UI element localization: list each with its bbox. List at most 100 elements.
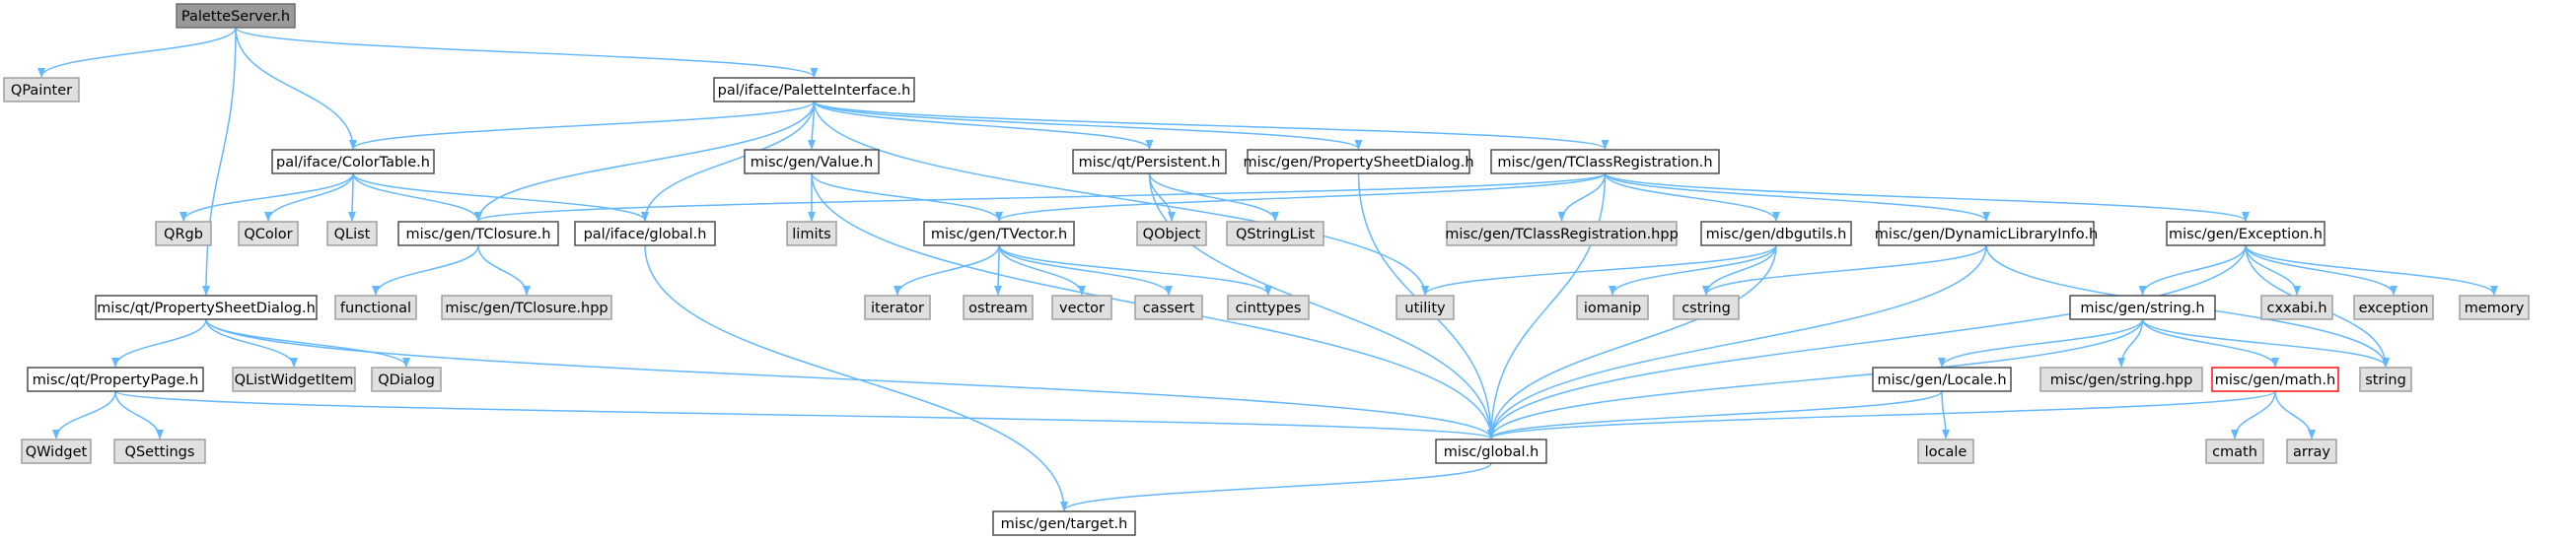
- dependency-edge-propertypage-to-qsettings: [114, 390, 164, 440]
- node-qstringlist: QStringList: [1226, 221, 1324, 246]
- node-tvector[interactable]: misc/gen/TVector.h: [923, 221, 1075, 246]
- node-qsettings: QSettings: [113, 439, 206, 464]
- node-iterator: iterator: [864, 295, 931, 320]
- node-paletteserver[interactable]: PaletteServer.h: [176, 3, 296, 29]
- node-tclassreg-hpp: misc/gen/TClassRegistration.hpp: [1445, 221, 1679, 246]
- node-persistent[interactable]: misc/qt/Persistent.h: [1072, 149, 1227, 174]
- dependency-edge-paletteserver-to-paletteinterface: [235, 27, 819, 78]
- node-label: QDialog: [378, 372, 435, 388]
- node-box: [27, 367, 204, 392]
- edge-group: [52, 390, 116, 440]
- dependency-edge-dbgutils-to-utility: [1421, 244, 1777, 296]
- node-label: misc/qt/PropertyPage.h: [33, 372, 199, 388]
- dependency-edge-colortable-to-qlist: [348, 172, 357, 222]
- node-dynlib[interactable]: misc/gen/DynamicLibraryInfo.h: [1875, 221, 2098, 246]
- node-label: PaletteServer.h: [181, 9, 290, 25]
- node-box: [992, 510, 1136, 536]
- node-propsheetdialog-qt[interactable]: misc/qt/PropertySheetDialog.h: [95, 295, 318, 320]
- edge-group: [205, 318, 1495, 440]
- node-box: [744, 149, 880, 174]
- node-paletteinterface[interactable]: pal/iface/PaletteInterface.h: [713, 77, 915, 102]
- node-array: array: [2286, 439, 2337, 464]
- node-colortable[interactable]: pal/iface/ColorTable.h: [271, 149, 435, 174]
- node-qlist: QList: [326, 221, 378, 246]
- node-label: QList: [334, 227, 371, 242]
- dependency-edge-paletteserver-to-propsheetdialog_qt: [202, 27, 237, 296]
- node-locale-h[interactable]: misc/gen/Locale.h: [1872, 367, 2012, 392]
- edge-group: [1604, 172, 1990, 222]
- node-exception[interactable]: misc/gen/Exception.h: [2166, 221, 2326, 246]
- dependency-edge-string_h-to-string_hpp: [2117, 318, 2144, 368]
- edge-group: [1604, 172, 1780, 222]
- node-propertypage[interactable]: misc/qt/PropertyPage.h: [27, 367, 204, 392]
- node-box: [1072, 149, 1227, 174]
- node-string-h[interactable]: misc/gen/string.h: [2069, 295, 2216, 320]
- node-label: iomanip: [1584, 301, 1641, 316]
- dependency-edge-paletteinterface-to-tclosure: [474, 101, 816, 222]
- dependency-edge-locale_h-to-miscglobal: [1487, 390, 1943, 440]
- edge-group: [2138, 244, 2247, 296]
- node-label: misc/gen/TClosure.hpp: [445, 301, 608, 316]
- dependency-edge-paletteinterface-to-palglobal: [641, 101, 816, 222]
- edge-group: [1557, 172, 1607, 222]
- edge-group: [1487, 244, 1777, 440]
- dependency-edge-tclassreg-to-tclassreg_hpp: [1557, 172, 1607, 222]
- edge-group: [998, 244, 1086, 296]
- edge-group: [264, 172, 354, 222]
- edge-group: [352, 172, 649, 222]
- node-label: misc/global.h: [1444, 444, 1539, 460]
- edge-group: [2141, 318, 2279, 368]
- node-label: QColor: [244, 227, 292, 242]
- dependency-edge-dbgutils-to-miscglobal: [1487, 244, 1777, 440]
- node-box: [95, 295, 318, 320]
- node-label: QSettings: [125, 444, 195, 460]
- node-tclosure[interactable]: misc/gen/TClosure.h: [397, 221, 559, 246]
- dependency-edge-miscglobal-to-target: [1060, 462, 1492, 511]
- node-iomanip: iomanip: [1576, 295, 1649, 320]
- node-target[interactable]: misc/gen/target.h: [992, 510, 1136, 536]
- edge-group: [813, 101, 1154, 150]
- node-dbgutils[interactable]: misc/gen/dbgutils.h: [1700, 221, 1852, 246]
- node-label: misc/qt/Persistent.h: [1079, 155, 1221, 170]
- node-miscglobal[interactable]: misc/global.h: [1435, 439, 1547, 464]
- node-box: [334, 295, 417, 320]
- node-math[interactable]: misc/gen/math.h: [2211, 367, 2339, 392]
- edge-group: [37, 27, 237, 78]
- node-box: [2205, 439, 2264, 464]
- node-box: [2166, 221, 2326, 246]
- edge-group: [644, 244, 1068, 511]
- edge-group: [1487, 244, 2247, 440]
- node-box: [371, 367, 442, 392]
- node-box: [1247, 149, 1470, 174]
- node-vector: vector: [1051, 295, 1112, 320]
- dependency-edge-exception-to-memory: [2245, 244, 2498, 296]
- node-propsheetdialog-gen[interactable]: misc/gen/PropertySheetDialog.h: [1243, 149, 1474, 174]
- node-palglobal[interactable]: pal/iface/global.h: [574, 221, 716, 246]
- dependency-edge-exception-to-cxxabi: [2245, 244, 2301, 296]
- node-box: [1227, 295, 1310, 320]
- edge-group: [114, 390, 1495, 440]
- dependency-edge-string_h-to-miscglobal: [1487, 318, 2144, 440]
- node-qrgb: QRgb: [155, 221, 212, 246]
- node-label: misc/gen/Locale.h: [1877, 372, 2006, 388]
- node-label: exception: [2359, 301, 2429, 316]
- node-tclassreg[interactable]: misc/gen/TClassRegistration.h: [1490, 149, 1720, 174]
- edge-group: [894, 244, 1000, 296]
- dependency-edge-propertypage-to-miscglobal: [114, 390, 1495, 440]
- node-box: [1673, 295, 1740, 320]
- dependency-edge-propsheetdialog_qt-to-qlistwidgetitem: [205, 318, 298, 368]
- node-box: [155, 221, 212, 246]
- dependency-edge-value-to-tvector: [811, 172, 1003, 222]
- dependency-edge-paletteserver-to-qpainter: [37, 27, 237, 78]
- dependency-edge-propsheetdialog_qt-to-propertypage: [111, 318, 207, 368]
- edge-group: [1487, 390, 1943, 440]
- node-value[interactable]: misc/gen/Value.h: [744, 149, 880, 174]
- node-label: pal/iface/ColorTable.h: [276, 155, 430, 170]
- edge-group: [477, 244, 531, 296]
- node-cstring: cstring: [1673, 295, 1740, 320]
- dependency-edge-paletteinterface-to-utility: [813, 101, 1429, 296]
- edge-group: [2274, 390, 2316, 440]
- dependency-edge-tclassreg-to-tvector: [995, 172, 1607, 222]
- node-label: cassert: [1143, 301, 1195, 316]
